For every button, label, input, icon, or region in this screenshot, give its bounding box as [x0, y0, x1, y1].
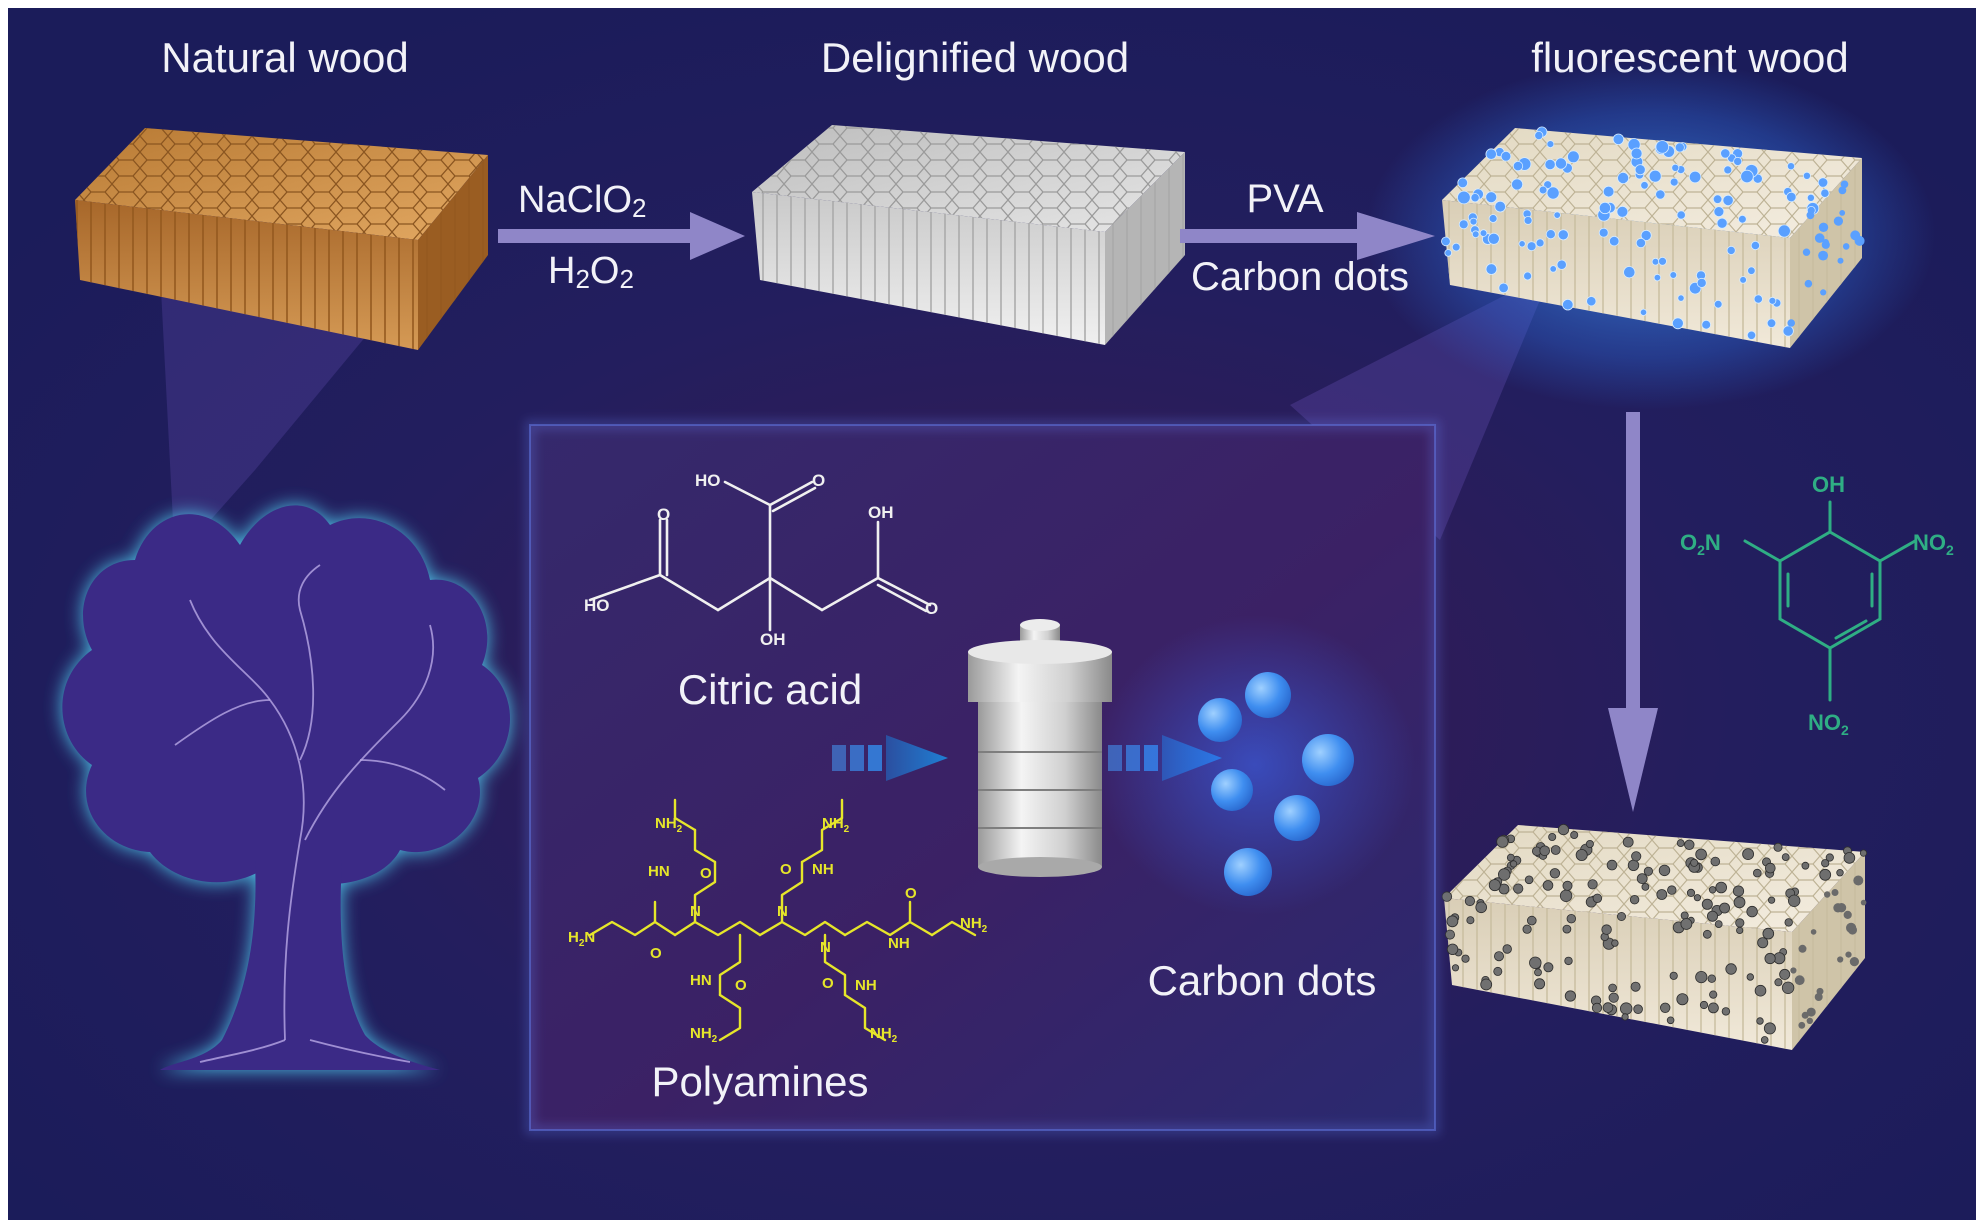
- carbon-dot-sphere: [1302, 734, 1354, 786]
- svg-text:NO2: NO2: [1913, 530, 1954, 558]
- carbon-dot-sphere: [1274, 795, 1320, 841]
- citric-acid-label: Citric acid: [678, 666, 862, 713]
- fluorescent-carbon-dots: [1441, 126, 1865, 340]
- glowing-tree: [62, 505, 511, 1070]
- svg-text:NH: NH: [888, 935, 910, 952]
- svg-text:NH: NH: [855, 977, 877, 994]
- delignified-wood-title: Delignified wood: [821, 34, 1129, 81]
- natural-wood-zoom-beam: [160, 270, 400, 560]
- svg-text:NH2: NH2: [822, 815, 850, 835]
- svg-text:HO: HO: [584, 596, 610, 615]
- svg-text:HN: HN: [690, 972, 712, 989]
- natural-wood-title: Natural wood: [161, 34, 408, 81]
- carbon-dot-sphere: [1245, 672, 1291, 718]
- hydrothermal-reactor: [968, 619, 1112, 877]
- quenched-wood-block: [1441, 823, 1868, 1050]
- quenched-particles: [1441, 823, 1868, 1044]
- polyamine-structure: NH2 NH2 HN O O NH H2N O N N N O NH NH2 H…: [568, 798, 988, 1045]
- svg-text:H2N: H2N: [568, 929, 595, 949]
- carbon-dots-cluster: [1095, 615, 1415, 915]
- svg-text:NH2: NH2: [655, 815, 683, 835]
- natural-wood-block: [75, 128, 488, 350]
- fluorescent-wood-block: [1365, 60, 1935, 410]
- arrow-natural-to-delignified: [498, 212, 745, 260]
- reagent-naclo2: NaClO2: [518, 179, 647, 223]
- delignified-wood-block: [752, 125, 1185, 345]
- svg-text:O2N: O2N: [1680, 530, 1721, 558]
- carbon-dot-sphere: [1211, 769, 1253, 811]
- reagent-carbon-dots: Carbon dots: [1191, 255, 1409, 299]
- svg-text:N: N: [690, 903, 701, 920]
- svg-text:OH: OH: [868, 503, 894, 522]
- arrow-into-reactor: [832, 735, 948, 781]
- svg-text:O: O: [905, 885, 917, 902]
- svg-text:O: O: [735, 977, 747, 994]
- reagent-pva: PVA: [1246, 177, 1323, 221]
- picric-acid-structure: OH O2N NO2 NO2: [1680, 472, 1954, 738]
- svg-text:NH2: NH2: [870, 1025, 898, 1045]
- reagent-h2o2: H2O2: [548, 250, 634, 294]
- svg-text:OH: OH: [760, 630, 786, 649]
- svg-text:NH2: NH2: [960, 915, 988, 935]
- svg-text:O: O: [700, 865, 712, 882]
- svg-text:O: O: [650, 945, 662, 962]
- svg-text:HN: HN: [648, 863, 670, 880]
- carbon-dots-product-label: Carbon dots: [1148, 957, 1377, 1004]
- svg-text:O: O: [812, 471, 825, 490]
- citric-acid-structure: HO O O OH HO OH O: [584, 471, 938, 649]
- svg-text:N: N: [820, 939, 831, 956]
- svg-text:O: O: [925, 599, 938, 618]
- svg-text:NO2: NO2: [1808, 710, 1849, 738]
- svg-text:HO: HO: [695, 471, 721, 490]
- arrow-delignified-to-fluorescent: [1180, 212, 1435, 260]
- svg-text:N: N: [777, 903, 788, 920]
- carbon-dot-sphere: [1198, 698, 1242, 742]
- svg-text:OH: OH: [1812, 472, 1845, 497]
- polyamines-label: Polyamines: [651, 1058, 868, 1105]
- svg-text:O: O: [822, 975, 834, 992]
- svg-text:NH: NH: [812, 861, 834, 878]
- carbon-dot-sphere: [1224, 848, 1272, 896]
- svg-text:O: O: [657, 505, 670, 524]
- svg-text:O: O: [780, 861, 792, 878]
- svg-text:NH2: NH2: [690, 1025, 718, 1045]
- arrow-fluorescent-to-quenched: [1608, 412, 1658, 812]
